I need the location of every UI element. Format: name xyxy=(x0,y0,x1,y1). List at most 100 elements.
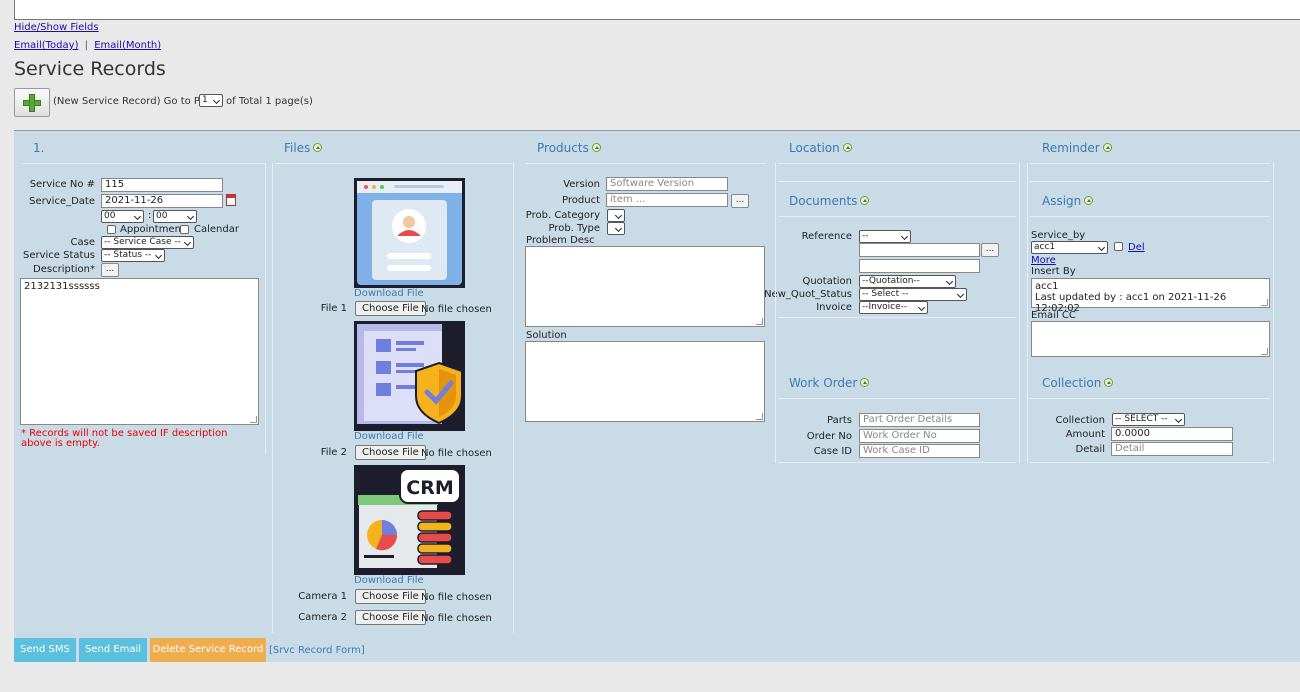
appointment-checkbox[interactable] xyxy=(107,225,116,234)
reference-input-2[interactable] xyxy=(859,259,980,273)
product-label: Product xyxy=(562,195,600,206)
camera1-label: Camera 1 xyxy=(298,591,347,602)
collection-collapse-icon[interactable] xyxy=(1104,378,1114,387)
insert-by-updated: Last updated by : acc1 on 2021-11-26 12:… xyxy=(1035,292,1230,314)
hide-show-fields-link[interactable]: Hide/Show Fields xyxy=(14,22,99,33)
solution-label: Solution xyxy=(526,330,567,341)
srvc-record-form-link[interactable]: [Srvc Record Form] xyxy=(269,645,365,656)
page-title: Service Records xyxy=(14,58,166,80)
send-sms-button[interactable]: Send SMS xyxy=(14,638,76,662)
reminder-collapse-icon[interactable] xyxy=(1102,143,1112,152)
amount-input[interactable]: 0.0000 xyxy=(1111,427,1233,441)
product-lookup-button[interactable]: ... xyxy=(731,194,749,208)
profile-file-thumbnail xyxy=(354,178,465,288)
location-collapse-icon[interactable] xyxy=(842,143,852,152)
case-label: Case xyxy=(70,237,95,248)
minute-select[interactable]: 00 xyxy=(153,210,197,223)
quotation-select[interactable]: --Quotation-- xyxy=(859,275,956,288)
prob-type-select[interactable] xyxy=(607,222,625,235)
problem-desc-textarea[interactable] xyxy=(525,246,765,327)
description-textarea[interactable]: 2132131ssssss xyxy=(20,278,259,425)
service-no-input[interactable]: 115 xyxy=(101,178,223,192)
camera2-label: Camera 2 xyxy=(298,612,347,623)
files-section-title: Files xyxy=(284,141,323,155)
email-today-link[interactable]: Email(Today) xyxy=(14,40,79,51)
hour-select[interactable]: 00 xyxy=(101,210,144,223)
reference-lookup-button[interactable]: ... xyxy=(981,243,999,257)
appointment-label: Appointment xyxy=(120,224,185,235)
work-order-section-title: Work Order xyxy=(789,376,870,390)
parts-input[interactable]: Part Order Details xyxy=(859,413,980,427)
link-separator: | xyxy=(84,40,89,51)
service-by-select[interactable]: acc1 xyxy=(1031,241,1108,254)
page-select[interactable]: 1 xyxy=(199,94,223,107)
crm-text: CRM xyxy=(406,477,453,499)
collection-select[interactable]: -- SELECT -- xyxy=(1112,413,1185,426)
quotation-label: Quotation xyxy=(802,276,852,287)
file2-download-link[interactable]: Download File xyxy=(354,431,424,442)
service-no-label: Service No # xyxy=(29,179,95,190)
service-date-input[interactable]: 2021-11-26 xyxy=(101,194,223,208)
file1-download-link[interactable]: Download File xyxy=(354,288,424,299)
new-service-record-button[interactable] xyxy=(14,88,50,117)
del-checkbox[interactable] xyxy=(1114,242,1123,251)
work-order-collapse-icon[interactable] xyxy=(860,378,870,387)
file3-download-link[interactable]: Download File xyxy=(354,575,424,586)
email-links: Email(Today) | Email(Month) xyxy=(14,40,161,51)
del-link[interactable]: Del xyxy=(1128,242,1145,253)
invoice-label: Invoice xyxy=(816,302,852,313)
detail-input[interactable]: Detail xyxy=(1111,442,1233,456)
file2-status: No file chosen xyxy=(421,448,492,459)
calendar-label: Calendar xyxy=(194,224,239,235)
calendar-icon[interactable] xyxy=(226,194,236,206)
case-id-label: Case ID xyxy=(813,446,852,457)
camera1-choose-button[interactable]: Choose File xyxy=(355,589,426,604)
more-link[interactable]: More xyxy=(1031,255,1056,266)
document-shield-thumbnail xyxy=(354,321,465,431)
product-input[interactable]: item ... xyxy=(606,193,728,207)
send-email-button[interactable]: Send Email xyxy=(79,638,147,662)
version-input[interactable]: Software Version xyxy=(606,177,728,191)
invoice-select[interactable]: --Invoice-- xyxy=(859,301,928,314)
documents-collapse-icon[interactable] xyxy=(860,196,870,205)
file2-label: File 2 xyxy=(320,447,347,458)
case-select[interactable]: -- Service Case -- xyxy=(101,236,194,249)
crm-thumbnail: CRM xyxy=(354,465,465,575)
reference-select[interactable]: -- xyxy=(859,230,911,243)
delete-service-record-button[interactable]: Delete Service Record xyxy=(150,638,266,662)
calendar-checkbox[interactable] xyxy=(180,225,189,234)
description-warning: * Records will not be saved IF descripti… xyxy=(21,428,228,449)
new-quot-status-select[interactable]: -- Select -- xyxy=(859,288,967,301)
files-collapse-icon[interactable] xyxy=(313,143,323,152)
detail-label: Detail xyxy=(1075,444,1105,455)
file1-choose-button[interactable]: Choose File xyxy=(355,301,426,316)
file1-status: No file chosen xyxy=(421,304,492,315)
case-id-input[interactable]: Work Case ID xyxy=(859,444,980,458)
documents-section-title: Documents xyxy=(789,194,870,208)
camera2-choose-button[interactable]: Choose File xyxy=(355,610,426,625)
assign-section-title: Assign xyxy=(1042,194,1094,208)
prob-category-select[interactable] xyxy=(607,209,625,222)
camera1-status: No file chosen xyxy=(421,592,492,603)
description-more-button[interactable]: ... xyxy=(101,263,119,277)
solution-textarea[interactable] xyxy=(525,341,765,422)
order-no-input[interactable]: Work Order No xyxy=(859,429,980,443)
reference-label: Reference xyxy=(801,231,852,242)
description-label: Description* xyxy=(33,264,95,275)
problem-desc-label: Problem Desc xyxy=(526,235,595,246)
reminder-section-title: Reminder xyxy=(1042,141,1112,155)
prob-category-label: Prob. Category xyxy=(525,210,600,221)
top-search-box[interactable] xyxy=(14,0,1300,20)
email-cc-textarea[interactable] xyxy=(1031,321,1270,357)
total-pages-text: of Total 1 page(s) xyxy=(226,96,313,107)
insert-by-label: Insert By xyxy=(1031,266,1076,277)
file2-choose-button[interactable]: Choose File xyxy=(355,445,426,460)
products-collapse-icon[interactable] xyxy=(591,143,601,152)
email-month-link[interactable]: Email(Month) xyxy=(94,40,162,51)
file1-label: File 1 xyxy=(320,303,347,314)
location-section-title: Location xyxy=(789,141,852,155)
reference-input-1[interactable] xyxy=(859,243,980,257)
assign-collapse-icon[interactable] xyxy=(1084,196,1094,205)
service-status-select[interactable]: -- Status -- xyxy=(101,249,165,262)
